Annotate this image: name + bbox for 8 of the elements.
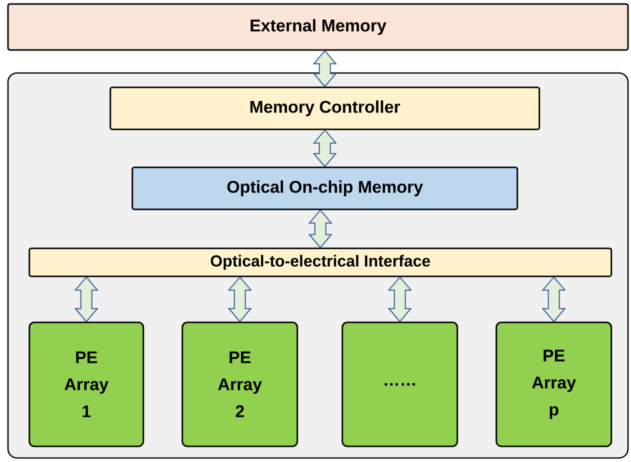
pe-array-box: PE Array 1 [28,322,144,448]
pe-array-box: PE Array p [496,322,612,448]
controller-box: Memory Controller [110,86,540,130]
pe-array-box: …… [342,322,458,448]
memory-box: Optical On-chip Memory [132,166,518,210]
memory-box: External Memory [7,3,629,51]
pe-array-box: PE Array 2 [182,322,298,448]
interface-bar: Optical-to-electrical Interface [28,248,612,278]
